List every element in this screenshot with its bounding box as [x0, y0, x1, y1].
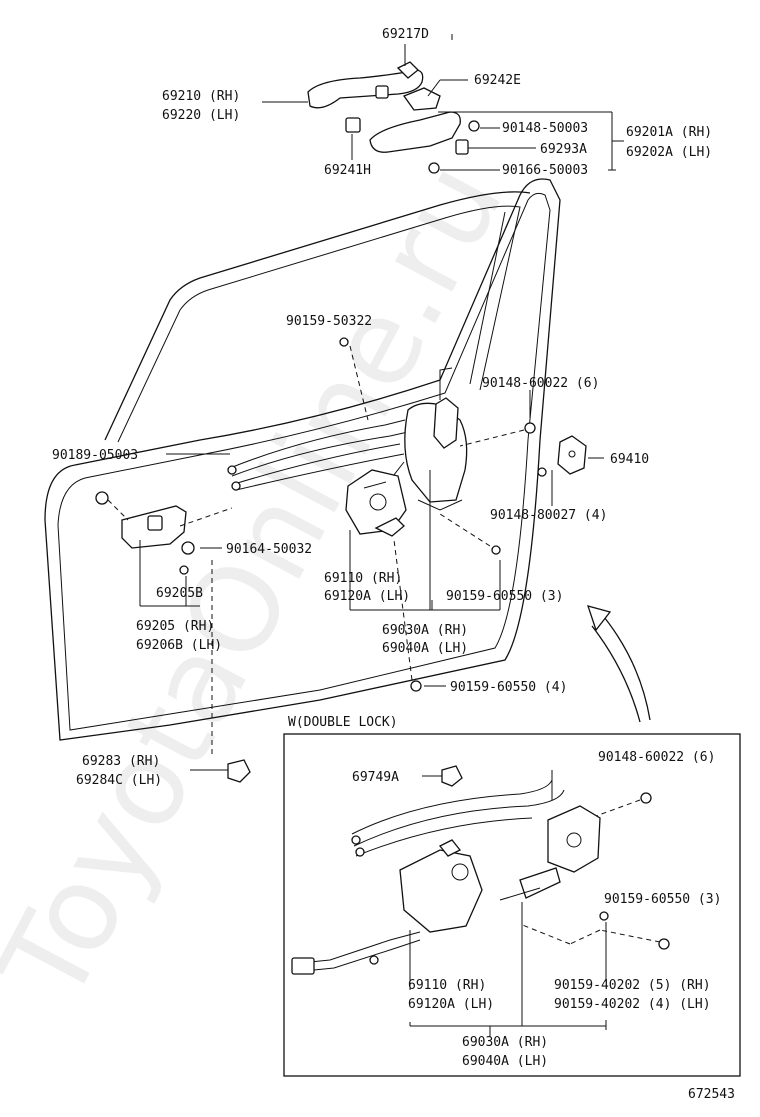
label-90159-60550-4: 90159-60550 (4): [450, 680, 567, 695]
label-90159-40202-5: 90159-40202 (5) (RH): [554, 978, 711, 993]
label-69206B: 69206B (LH): [136, 638, 222, 653]
inset-screws: [519, 792, 670, 950]
door-outline: [44, 178, 561, 741]
striker: [537, 435, 604, 477]
label-69201A: 69201A (RH): [626, 125, 712, 140]
label-69217D: 69217D: [382, 27, 429, 42]
label-90148-50003: 90148-50003: [502, 121, 588, 136]
label-90159-60550-mid: 90159-60550 (3): [446, 589, 563, 604]
label-69749A: 69749A: [352, 770, 399, 785]
inside-handle: [95, 491, 233, 754]
label-69110-top: 69110 (RH): [324, 571, 402, 586]
inset-pointer-arrow: [586, 605, 651, 723]
label-69205B: 69205B: [156, 586, 203, 601]
label-90166-50003: 90166-50003: [502, 163, 588, 178]
top-leaders: [262, 34, 624, 171]
inset-rods: [351, 770, 565, 857]
part-labels: 69217D 69210 (RH) 69220 (LH) 69242E 9014…: [52, 27, 735, 1102]
label-69205: 69205 (RH): [136, 619, 214, 634]
label-69040A-inset: 69040A (LH): [462, 1054, 548, 1069]
label-90148-60022-inset: 90148-60022 (6): [598, 750, 715, 765]
label-90159-40202-4: 90159-40202 (4) (LH): [554, 997, 711, 1012]
label-69030A-inset: 69030A (RH): [462, 1035, 548, 1050]
inset-lock: [499, 805, 601, 901]
label-69242E: 69242E: [474, 73, 521, 88]
label-90164-50032: 90164-50032: [226, 542, 312, 557]
lock-screws: [339, 337, 536, 692]
label-69030A-top: 69030A (RH): [382, 623, 468, 638]
door-lock: [379, 367, 468, 521]
diagram-id: 672543: [688, 1087, 735, 1102]
label-69210: 69210 (RH): [162, 89, 240, 104]
label-inset-title: W(DOUBLE LOCK): [288, 715, 398, 730]
inset-motor: [291, 839, 483, 975]
label-69202A: 69202A (LH): [626, 145, 712, 160]
label-90148-60022-top: 90148-60022 (6): [482, 376, 599, 391]
label-69120A-inset: 69120A (LH): [408, 997, 494, 1012]
label-69110-inset: 69110 (RH): [408, 978, 486, 993]
handle-frame: [345, 87, 480, 174]
label-69220: 69220 (LH): [162, 108, 240, 123]
label-69241H: 69241H: [324, 163, 371, 178]
label-69410: 69410: [610, 452, 649, 467]
label-90148-80027: 90148-80027 (4): [490, 508, 607, 523]
label-69293A: 69293A: [540, 142, 587, 157]
double-lock-inset: [283, 733, 741, 1077]
label-90189-05003: 90189-05003: [52, 448, 138, 463]
outside-handle: [307, 61, 424, 109]
label-69120A-top: 69120A (LH): [324, 589, 410, 604]
main-leaders: [139, 390, 553, 687]
lock-motor: [345, 469, 407, 537]
inset-leaders: [409, 902, 607, 1036]
label-69040A-top: 69040A (LH): [382, 641, 468, 656]
label-69284C: 69284C (LH): [76, 773, 162, 788]
inset-knob: [422, 765, 463, 787]
label-90159-50322: 90159-50322: [286, 314, 372, 329]
door-grommet: [190, 759, 251, 783]
lock-rods: [227, 419, 409, 491]
label-90159-60550-inset: 90159-60550 (3): [604, 892, 721, 907]
label-69283: 69283 (RH): [82, 754, 160, 769]
